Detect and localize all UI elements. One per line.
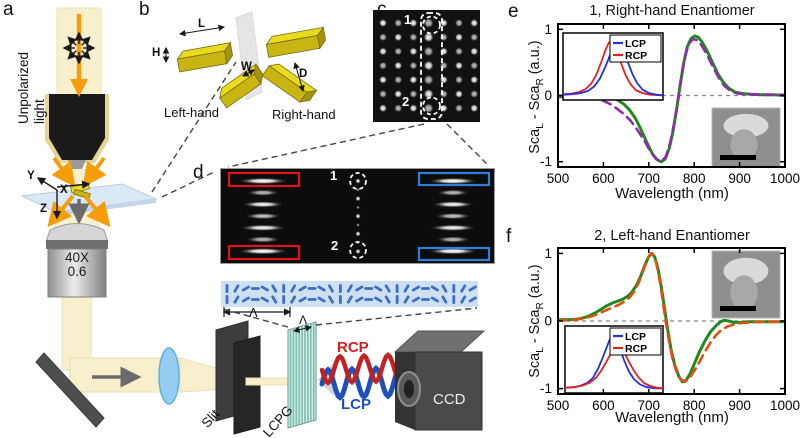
curve-measured [558, 251, 785, 384]
chart-f-ylabel: ScaL - ScaR (a.u.) [526, 264, 546, 378]
dim-length-label: L [198, 18, 206, 30]
y-tick-label: 0 [544, 314, 552, 329]
dot-array-svg [379, 12, 479, 120]
objective-label: 40X 0.6 [47, 250, 107, 280]
y-tick-label: 1 [544, 22, 552, 37]
lcp-label: LCP [341, 396, 371, 413]
sem-inset [711, 107, 781, 168]
panel-label-b: b [139, 0, 150, 20]
axis-x-label: X [60, 184, 68, 196]
panel-label-a: a [3, 0, 14, 20]
dim-height-label: H [152, 47, 161, 59]
marker-1-panel-c: 1 [404, 12, 412, 27]
marker-2-panel-d: 2 [331, 238, 339, 253]
axis-z-label: Z [40, 203, 48, 215]
left-hand-label: Left-hand [164, 105, 219, 120]
x-tick-label: 900 [728, 171, 751, 186]
y-tick-label: -1 [540, 154, 552, 169]
grating-period-label-small: Λ [299, 313, 308, 327]
right-hand-label: Right-hand [272, 107, 336, 122]
chart-f-title: 2, Left-hand Enantiomer [594, 228, 750, 244]
panel-label-f: f [506, 226, 512, 247]
chart-f-xlabel: Wavelength (nm) [615, 409, 729, 426]
dim-offset-label: D [299, 68, 308, 80]
x-tick-label: 600 [592, 171, 615, 186]
objective-na: 0.6 [67, 264, 87, 280]
chart-e-title: 1, Right-hand Enantiomer [589, 3, 755, 19]
marker-1-panel-d: 1 [330, 168, 338, 183]
y-tick-label: -1 [540, 381, 552, 396]
sem-inset [711, 250, 781, 319]
curve-simulated [558, 252, 785, 384]
panel-label-e: e [508, 1, 519, 22]
x-tick-label: 800 [683, 398, 706, 413]
dim-width-label: W [241, 61, 252, 73]
rcp-label: RCP [337, 339, 369, 356]
objective-magnification: 40X [64, 250, 90, 265]
x-tick-label: 1000 [770, 171, 800, 186]
axis-y-label: Y [27, 170, 35, 182]
chart-e-ylabel: ScaL - ScaR (a.u.) [526, 40, 546, 154]
legend-label-LCP: LCP [625, 38, 646, 50]
unpolarized-light-label: Unpolarized light [16, 51, 47, 124]
x-tick-label: 700 [638, 171, 661, 186]
spectral-streaks-svg [227, 171, 491, 262]
ccd-label: CCD [433, 391, 466, 408]
legend-label-RCP: RCP [625, 50, 647, 62]
x-tick-label: 600 [592, 398, 615, 413]
panel-label-c: c [377, 0, 387, 20]
darkfield-array-image [373, 10, 480, 122]
x-tick-label: 500 [547, 171, 570, 186]
grating-period-label: Λ [249, 305, 258, 320]
lcpg-strip-svg [225, 284, 477, 304]
y-tick-label: 1 [544, 246, 552, 261]
x-tick-label: 1000 [770, 398, 800, 413]
spectral-image [220, 168, 495, 264]
legend-label-RCP: RCP [625, 343, 647, 355]
panel-label-d: d [193, 162, 204, 183]
y-tick-label: 0 [544, 88, 552, 103]
chart-e-xlabel: Wavelength (nm) [615, 185, 729, 202]
marker-2-panel-c: 2 [402, 94, 410, 109]
lcpg-director-pattern [221, 281, 478, 307]
x-tick-label: 900 [728, 398, 751, 413]
x-tick-label: 700 [638, 398, 661, 413]
x-tick-label: 800 [683, 171, 706, 186]
x-tick-label: 500 [547, 398, 570, 413]
legend-label-LCP: LCP [625, 331, 646, 343]
